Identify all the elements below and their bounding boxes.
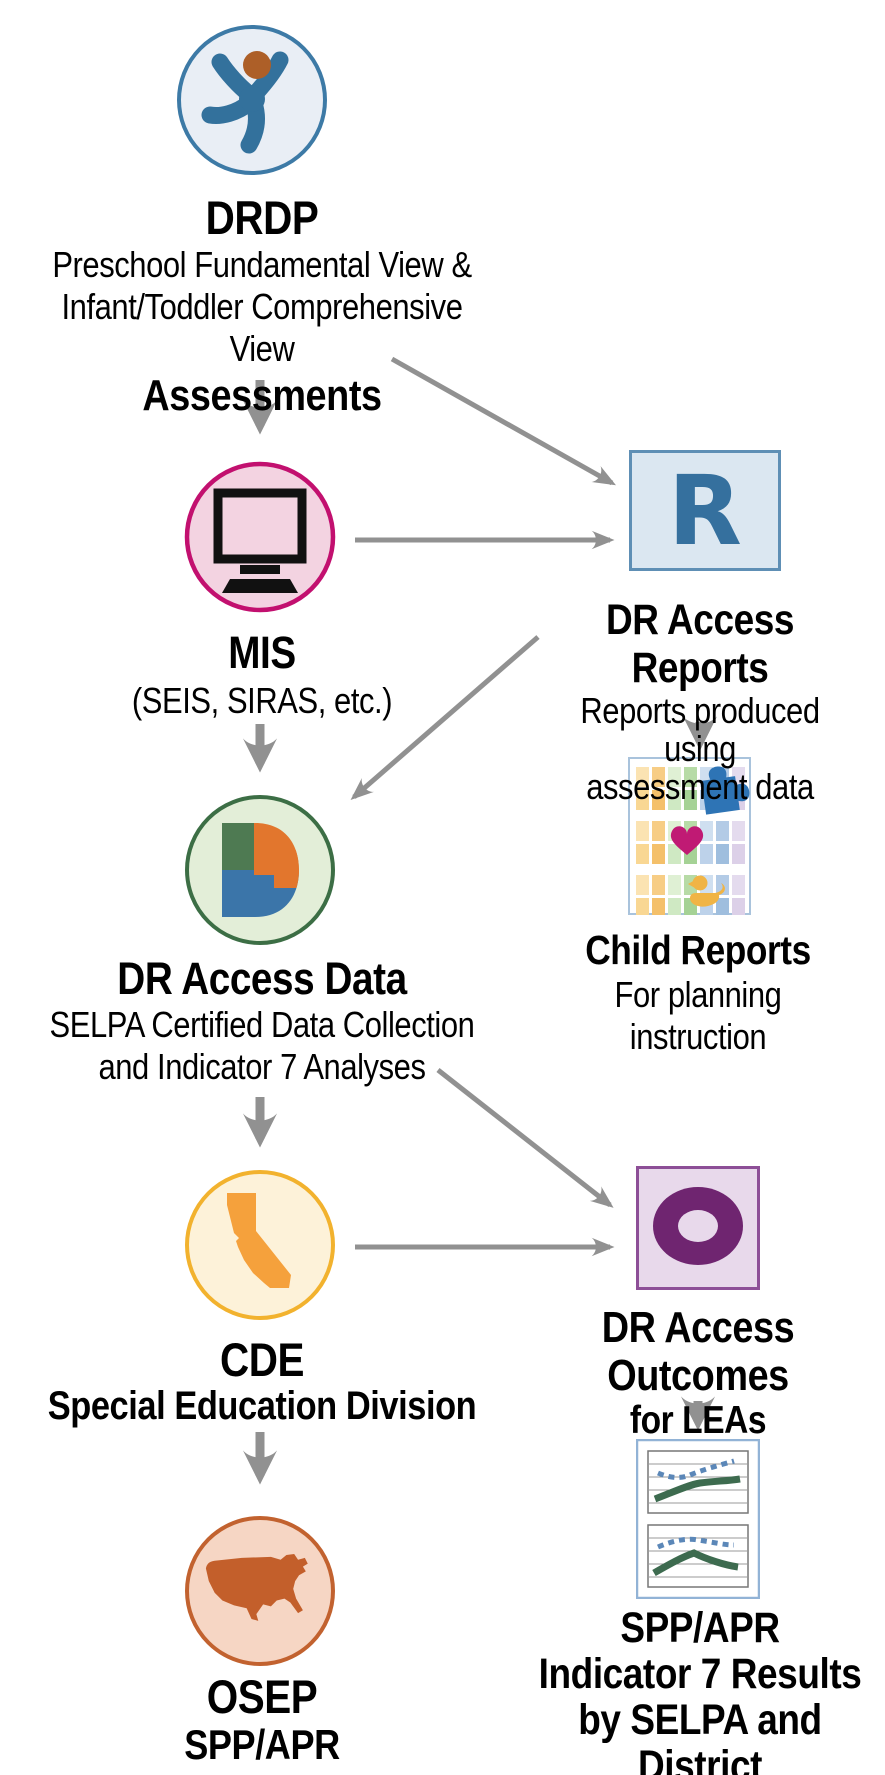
dr-access-outcomes-icon bbox=[636, 1166, 760, 1290]
reports-text-block: DR Access Reports Reports produced using… bbox=[545, 596, 855, 806]
drdp-title: DRDP bbox=[205, 191, 319, 244]
drdp-text-block: DRDP Preschool Fundamental View & Infant… bbox=[37, 192, 488, 422]
letter-o-ring bbox=[653, 1187, 743, 1265]
puzzle-icon bbox=[701, 766, 750, 815]
cde-title: CDE bbox=[219, 1333, 305, 1386]
outcomes-subtitle: for LEAs bbox=[629, 1399, 767, 1442]
dr-access-reports-icon: R bbox=[629, 450, 781, 571]
reports-line2: assessment data bbox=[586, 766, 814, 807]
mini-chart-bottom bbox=[647, 1524, 749, 1588]
child-reports-line2: instruction bbox=[629, 1016, 767, 1057]
osep-text-block: OSEP SPP/APR bbox=[37, 1672, 488, 1768]
child-reports-title: Child Reports bbox=[585, 927, 811, 973]
dr-access-data-line2: and Indicator 7 Analyses bbox=[98, 1046, 426, 1087]
child-reports-line1: For planning bbox=[614, 974, 782, 1015]
drdp-child-icon bbox=[177, 25, 327, 175]
spp-apr-charts-icon bbox=[636, 1439, 760, 1599]
dr-access-data-icon bbox=[185, 795, 335, 945]
child-reports-text-block: Child Reports For planning instruction bbox=[543, 926, 853, 1058]
osep-title: OSEP bbox=[206, 1670, 318, 1723]
usa-map-shape bbox=[205, 1553, 308, 1621]
spp-apr-line2: Indicator 7 Results bbox=[538, 1650, 862, 1698]
letter-r: R bbox=[668, 454, 742, 567]
outcomes-title: DR Access Outcomes bbox=[601, 1303, 795, 1400]
reports-title: DR Access Reports bbox=[606, 596, 794, 692]
drdp-line3: Assessments bbox=[142, 371, 382, 420]
dr-access-data-text-block: DR Access Data SELPA Certified Data Coll… bbox=[37, 954, 488, 1088]
california-shape bbox=[227, 1193, 291, 1288]
drdp-line2: Infant/Toddler Comprehensive View bbox=[61, 286, 463, 369]
cde-california-icon bbox=[185, 1170, 335, 1320]
mis-subtitle: (SEIS, SIRAS, etc.) bbox=[131, 680, 393, 721]
dr-access-data-title: DR Access Data bbox=[117, 953, 407, 1004]
outcomes-text-block: DR Access Outcomes for LEAs bbox=[509, 1304, 885, 1442]
duck-icon bbox=[688, 875, 725, 907]
drdp-line1: Preschool Fundamental View & bbox=[52, 244, 472, 285]
arrow-data-to-outcomes bbox=[436, 1068, 614, 1208]
heart-icon bbox=[670, 826, 704, 855]
osep-usa-icon bbox=[185, 1516, 335, 1666]
cde-text-block: CDE Special Education Division bbox=[37, 1333, 488, 1429]
spp-apr-line3: by SELPA and District bbox=[578, 1696, 822, 1775]
dr-access-data-line1: SELPA Certified Data Collection bbox=[49, 1004, 475, 1045]
mis-text-block: MIS (SEIS, SIRAS, etc.) bbox=[37, 628, 488, 724]
spp-apr-line1: SPP/APR bbox=[620, 1604, 780, 1652]
drdp-head-dot bbox=[243, 51, 271, 79]
child-reports-doc-icon bbox=[628, 757, 751, 915]
mis-computer-icon bbox=[184, 461, 336, 613]
osep-subtitle: SPP/APR bbox=[184, 1721, 340, 1768]
spp-apr-text-block: SPP/APR Indicator 7 Results by SELPA and… bbox=[519, 1605, 880, 1775]
reports-line1: Reports produced using bbox=[580, 690, 820, 769]
cde-subtitle: Special Education Division bbox=[47, 1384, 477, 1428]
mis-title: MIS bbox=[228, 627, 296, 678]
mini-chart-top bbox=[647, 1450, 749, 1514]
